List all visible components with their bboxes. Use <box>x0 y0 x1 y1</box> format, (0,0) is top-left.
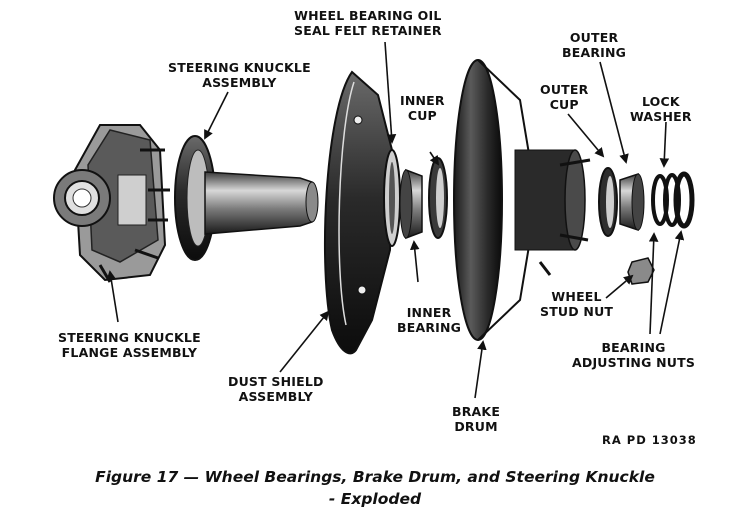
brake-drum-part <box>453 59 591 341</box>
dust-shield-part <box>323 70 394 355</box>
steering-knuckle-flange-part <box>53 124 170 283</box>
label-wheel-stud-nut: WHEEL STUD NUT <box>540 289 614 319</box>
label-steering-knuckle-assembly: STEERING KNUCKLE ASSEMBLY <box>168 60 311 90</box>
seal-felt-retainer-part <box>383 149 401 247</box>
figure-caption-line1: Figure 17 — Wheel Bearings, Brake Drum, … <box>95 468 655 486</box>
figure-caption-line2: - Exploded <box>328 490 422 508</box>
inner-bearing-part <box>399 168 423 240</box>
label-bearing-adjusting-nuts: BEARING ADJUSTING NUTS <box>572 340 696 370</box>
outer-cup-part <box>598 167 618 237</box>
label-dust-shield-assembly: DUST SHIELD ASSEMBLY <box>228 374 324 404</box>
leader-arrows <box>106 41 685 399</box>
label-outer-bearing: OUTER BEARING <box>562 30 627 60</box>
wheel-stud-nut-part <box>627 257 655 285</box>
reference-code: RA PD 13038 <box>602 433 697 447</box>
label-lock-washer: LOCK WASHER <box>630 94 692 124</box>
label-inner-bearing: INNER BEARING <box>397 305 462 335</box>
inner-cup-part <box>428 157 448 239</box>
label-brake-drum: BRAKE DRUM <box>452 404 501 434</box>
outer-bearing-part <box>619 172 645 232</box>
label-inner-cup: INNER CUP <box>400 93 445 123</box>
label-steering-knuckle-flange: STEERING KNUCKLE FLANGE ASSEMBLY <box>58 330 201 360</box>
lock-washer-part <box>651 171 695 229</box>
label-seal-felt-retainer: WHEEL BEARING OIL SEAL FELT RETAINER <box>294 8 442 38</box>
label-outer-cup: OUTER CUP <box>540 82 589 112</box>
steering-knuckle-part <box>174 135 319 261</box>
